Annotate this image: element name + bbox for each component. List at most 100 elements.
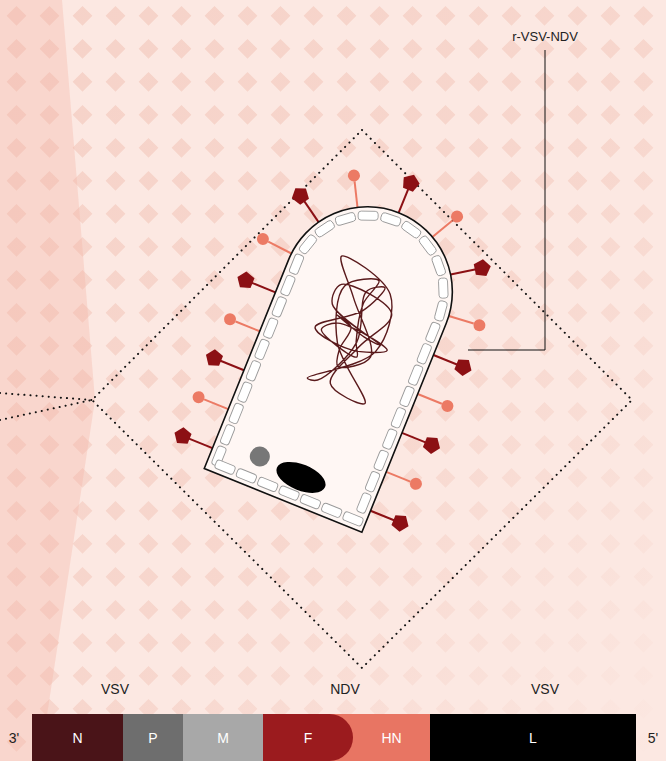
matrix-protein	[220, 424, 236, 446]
gene-segment: F	[263, 714, 353, 761]
envelope	[204, 181, 478, 532]
matrix-protein	[254, 339, 270, 361]
origin-label: VSV	[531, 681, 559, 697]
gene-name: P	[148, 730, 157, 746]
matrix-protein	[431, 255, 446, 277]
gene-segment: M	[183, 714, 263, 761]
virion	[166, 128, 531, 548]
glycoprotein-spike	[384, 466, 424, 491]
glycoprotein-spike	[451, 250, 493, 287]
origin-label: VSV	[101, 681, 129, 697]
matrix-protein	[335, 212, 357, 226]
spike-stalk	[449, 314, 474, 326]
matrix-protein	[356, 492, 372, 514]
hn-head	[472, 317, 488, 333]
hn-head	[408, 476, 424, 492]
matrix-protein	[280, 275, 296, 297]
f-head	[453, 356, 475, 378]
glycoprotein-spike	[430, 347, 474, 378]
gene-segment: P	[123, 714, 183, 761]
matrix-protein	[365, 471, 381, 493]
matrix-protein	[214, 459, 236, 475]
gene-segment: N	[32, 714, 123, 761]
matrix-protein	[263, 317, 279, 339]
glycoprotein-spike	[255, 231, 295, 256]
rna-genome	[293, 255, 414, 406]
f-head	[203, 347, 225, 369]
glycoprotein-spike	[399, 425, 443, 456]
glycoprotein-spike	[287, 185, 329, 222]
glycoprotein-spike	[234, 269, 278, 300]
f-head	[290, 185, 312, 207]
matrix-protein	[373, 449, 389, 471]
spike-stalk	[298, 201, 323, 222]
spike-stalk	[371, 511, 395, 521]
spike-stalk	[432, 216, 452, 242]
matrix-protein	[416, 343, 432, 365]
matrix-protein	[246, 360, 262, 382]
spike-stalk	[399, 189, 409, 213]
hn-head	[222, 311, 238, 327]
hn-head	[440, 398, 456, 414]
glycoprotein-spike	[222, 311, 262, 336]
hn-head	[191, 389, 207, 405]
zoom-frame	[92, 130, 632, 668]
matrix-protein	[235, 468, 257, 484]
glycoprotein-spike	[203, 347, 247, 378]
spike-stalk	[418, 394, 442, 404]
spike-stalk	[386, 472, 410, 482]
matrix-protein	[418, 235, 437, 256]
gene-name: L	[529, 730, 537, 746]
glycoprotein-spike	[391, 171, 422, 215]
spike-stalk	[251, 283, 275, 293]
matrix-protein	[434, 300, 448, 322]
matrix-protein	[321, 502, 343, 518]
f-head	[422, 434, 444, 456]
spike-stalk	[204, 399, 228, 409]
matrix-protein	[380, 212, 402, 227]
gene-name: HN	[381, 730, 401, 746]
glycoprotein-spike	[448, 308, 488, 333]
glycoprotein-spike	[367, 503, 411, 534]
gene-segment: L	[430, 714, 636, 761]
f-head	[390, 512, 412, 534]
spike-stalk	[433, 355, 457, 365]
f-head	[234, 269, 256, 291]
matrix-protein	[271, 296, 287, 318]
gene-name: M	[217, 730, 229, 746]
hn-head	[346, 168, 362, 184]
gene-name: N	[72, 730, 82, 746]
strand-end: 3'	[9, 730, 19, 746]
side-wedge	[0, 0, 95, 761]
glycoprotein-spike	[415, 388, 455, 413]
matrix-protein	[298, 234, 318, 255]
matrix-protein	[237, 381, 253, 403]
spike-stalk	[188, 438, 212, 448]
glycoprotein-spike	[191, 389, 231, 414]
leader-line	[468, 50, 545, 350]
hn-head	[255, 231, 271, 247]
spike-stalk	[451, 261, 476, 282]
matrix-protein	[289, 253, 305, 275]
zoom-line	[0, 400, 92, 420]
matrix-protein	[399, 385, 415, 407]
hn-head	[449, 209, 465, 225]
f-head	[400, 171, 422, 193]
f-head	[171, 425, 193, 447]
glycoprotein-spike	[338, 168, 370, 208]
matrix-protein	[299, 494, 321, 510]
matrix-protein	[390, 407, 406, 429]
matrix-protein	[358, 211, 378, 220]
glycoprotein-spike	[432, 205, 464, 245]
virus-name: r-VSV-NDV	[512, 29, 578, 44]
spike-stalk	[236, 322, 260, 332]
polymerase-l	[272, 456, 330, 500]
glycoprotein-spike	[171, 425, 215, 456]
spike-stalk	[220, 360, 244, 370]
spike-stalk	[402, 433, 426, 443]
matrix-protein	[382, 428, 398, 450]
gene-name: F	[304, 730, 313, 746]
matrix-protein	[425, 321, 441, 343]
